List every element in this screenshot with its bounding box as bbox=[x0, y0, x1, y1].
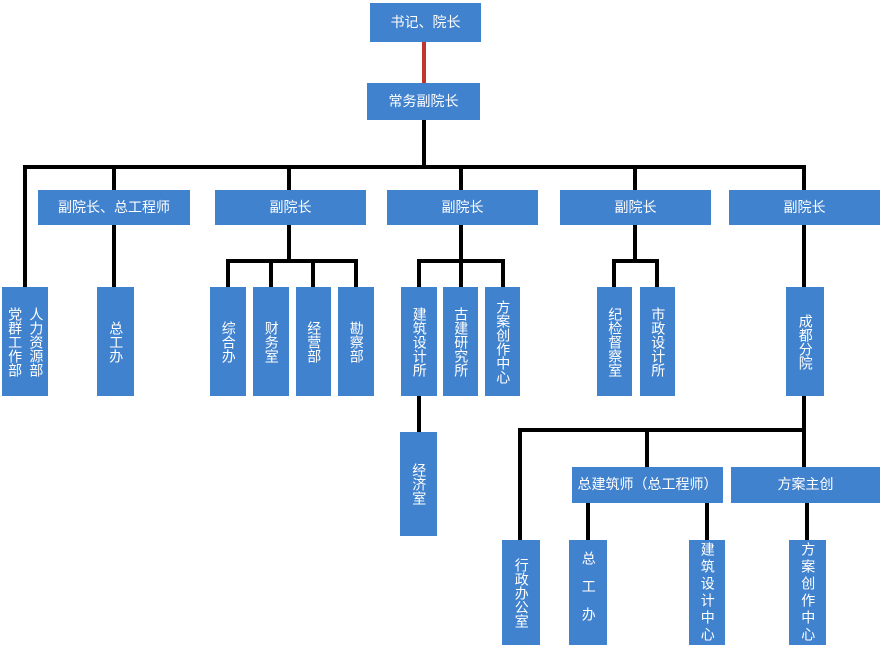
node-chief-engineer-office-2: 总工办 bbox=[569, 540, 607, 645]
connector-vp2-elbow bbox=[226, 259, 358, 263]
connector-vp4-stem bbox=[633, 225, 637, 259]
node-party-hr-dept: 党群工作部 人力资源部 bbox=[2, 287, 48, 396]
connector-vp4-elbow bbox=[612, 259, 659, 263]
node-party-work-dept-label: 党群工作部 bbox=[7, 306, 24, 377]
node-secretary-dean: 书记、院长 bbox=[370, 3, 481, 42]
node-chengdu-branch: 成都分院 bbox=[786, 287, 824, 396]
node-arch-design-center: 建筑设计中心 bbox=[689, 540, 725, 645]
connector-drop-vp3 bbox=[459, 169, 463, 190]
node-hr-dept-label: 人力资源部 bbox=[28, 306, 45, 377]
node-scheme-lead: 方案主创 bbox=[731, 467, 880, 503]
connector-vp2-c1 bbox=[226, 259, 230, 287]
connector-main-horizontal bbox=[23, 165, 806, 169]
connector-vp4-c1 bbox=[612, 259, 616, 287]
node-general-office: 综合办 bbox=[210, 287, 246, 396]
node-economy-office: 经济室 bbox=[400, 432, 437, 536]
connector-vp3-c1 bbox=[417, 259, 421, 287]
connector-vp4-c2 bbox=[655, 259, 659, 287]
connector-vp2-c4 bbox=[354, 259, 358, 287]
node-vp-chief-engineer: 副院长、总工程师 bbox=[38, 190, 190, 225]
node-operations-dept: 经营部 bbox=[296, 287, 331, 396]
connector-vp2-c3 bbox=[311, 259, 315, 287]
connector-ca-c1 bbox=[586, 503, 590, 540]
node-admin-office: 行政办公室 bbox=[502, 540, 540, 645]
node-municipal-design-institute: 市政设计所 bbox=[640, 287, 675, 396]
node-finance-office: 财务室 bbox=[253, 287, 289, 396]
node-ancient-arch-institute: 古建研究所 bbox=[443, 287, 478, 396]
connector-chengdu-elbow bbox=[518, 428, 806, 432]
node-chief-architect: 总建筑师（总工程师） bbox=[572, 467, 723, 503]
connector-drop-vp4 bbox=[633, 169, 637, 190]
node-survey-dept: 勘察部 bbox=[338, 287, 374, 396]
connector-root-exec-red bbox=[422, 42, 426, 83]
connector-vp1-child bbox=[112, 225, 116, 287]
node-vp3: 副院长 bbox=[387, 190, 538, 225]
connector-drop-depts bbox=[23, 169, 27, 287]
connector-drop-vp2 bbox=[287, 169, 291, 190]
node-scheme-creation-center: 方案创作中心 bbox=[485, 287, 520, 396]
connector-vp2-c2 bbox=[269, 259, 273, 287]
node-vp5: 副院长 bbox=[729, 190, 880, 225]
connector-drop-vp1 bbox=[112, 169, 116, 190]
connector-vp5-child bbox=[802, 225, 806, 287]
connector-exec-down bbox=[422, 120, 426, 165]
connector-arch-economy bbox=[417, 396, 421, 432]
connector-sl-c1 bbox=[805, 503, 809, 540]
node-executive-vice-dean: 常务副院长 bbox=[367, 83, 480, 120]
node-scheme-creation-center-2: 方案创作中心 bbox=[789, 540, 826, 645]
connector-chief-architect-drop bbox=[645, 428, 649, 467]
connector-drop-vp5 bbox=[802, 169, 806, 190]
connector-admin-drop bbox=[518, 428, 522, 540]
node-arch-design-institute: 建筑设计所 bbox=[401, 287, 437, 396]
node-chief-engineer-office: 总工办 bbox=[97, 287, 134, 396]
connector-vp3-stem bbox=[459, 225, 463, 259]
node-discipline-inspection-office: 纪检督察室 bbox=[597, 287, 632, 396]
node-vp4: 副院长 bbox=[560, 190, 711, 225]
connector-ca-c2 bbox=[705, 503, 709, 540]
connector-vp3-c3 bbox=[501, 259, 505, 287]
connector-vp2-stem bbox=[287, 225, 291, 259]
node-vp2: 副院长 bbox=[215, 190, 366, 225]
connector-vp3-c2 bbox=[459, 259, 463, 287]
